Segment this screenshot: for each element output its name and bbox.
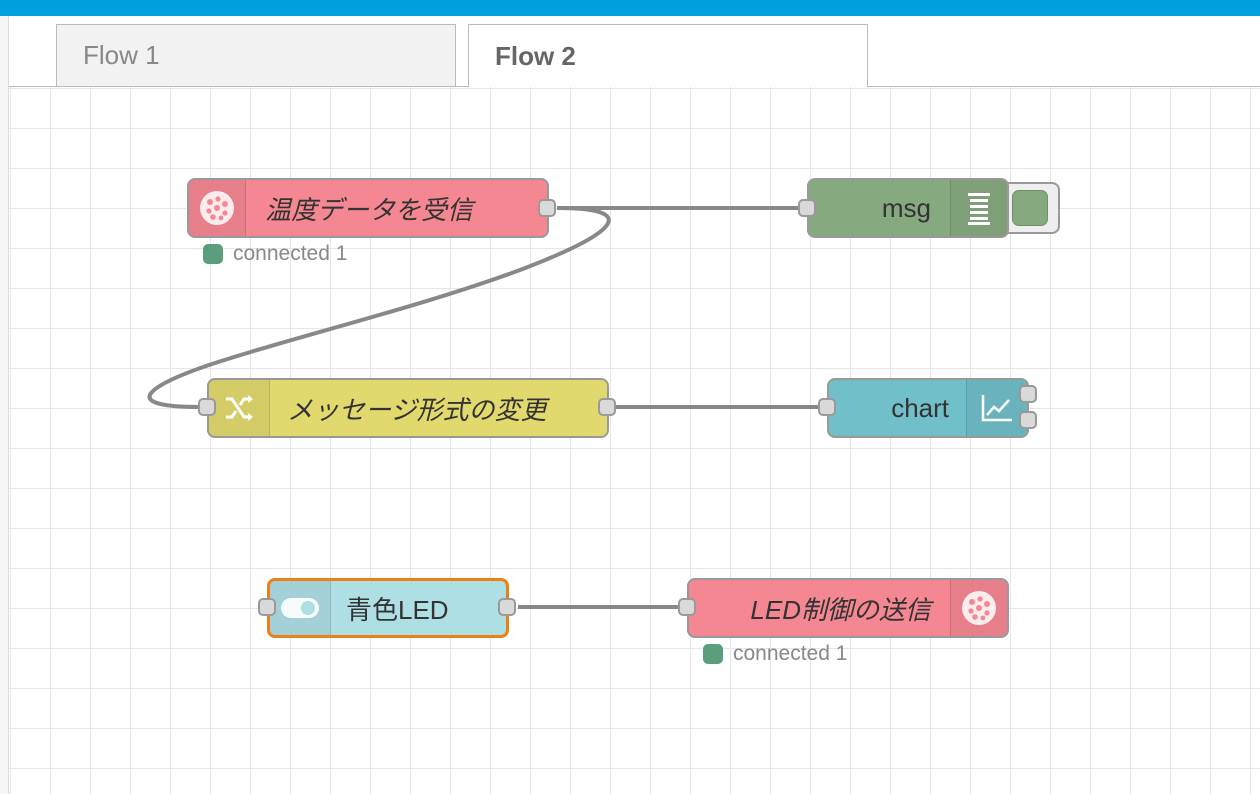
mqtt-in-label: 温度データを受信 bbox=[265, 194, 474, 225]
mqtt-icon bbox=[962, 591, 996, 625]
debug-label: msg bbox=[881, 192, 931, 223]
mqtt-in-status: connected 1 bbox=[203, 242, 347, 266]
node-change[interactable]: メッセージ形式の変更 bbox=[207, 378, 609, 438]
chart-output-port-1[interactable] bbox=[1019, 385, 1037, 403]
change-output-port[interactable] bbox=[598, 398, 616, 416]
switch-label: 青色LED bbox=[346, 594, 449, 625]
top-header-bar bbox=[0, 0, 1260, 16]
mqtt-out-status-text: connected 1 bbox=[733, 642, 848, 665]
palette-edge bbox=[0, 16, 9, 794]
node-debug[interactable]: msg bbox=[807, 178, 1009, 238]
chart-output-port-2[interactable] bbox=[1019, 411, 1037, 429]
node-chart[interactable]: chart bbox=[827, 378, 1029, 438]
node-mqtt-in[interactable]: 温度データを受信 bbox=[187, 178, 549, 238]
change-input-port[interactable] bbox=[198, 398, 216, 416]
chart-label: chart bbox=[891, 392, 949, 423]
tab-flow-2[interactable]: Flow 2 bbox=[468, 24, 868, 88]
change-icon-box bbox=[209, 380, 270, 436]
mqtt-out-icon-box bbox=[950, 580, 1007, 636]
switch-icon-box bbox=[270, 581, 331, 635]
debug-input-port[interactable] bbox=[798, 199, 816, 217]
status-connected-dot bbox=[203, 244, 223, 264]
chart-icon-box bbox=[966, 380, 1027, 436]
chart-input-port[interactable] bbox=[818, 398, 836, 416]
shuffle-icon bbox=[226, 395, 253, 421]
mqtt-out-input-port[interactable] bbox=[678, 598, 696, 616]
tab-flow-1-label: Flow 1 bbox=[83, 40, 160, 70]
mqtt-in-output-port[interactable] bbox=[538, 199, 556, 217]
debug-active-indicator bbox=[1012, 190, 1048, 226]
tab-flow-2-label: Flow 2 bbox=[495, 41, 576, 71]
status-connected-dot bbox=[703, 644, 723, 664]
chart-icon bbox=[981, 395, 1012, 422]
switch-input-port[interactable] bbox=[258, 598, 276, 616]
debug-icon-box bbox=[950, 180, 1007, 236]
node-switch[interactable]: 青色LED bbox=[267, 578, 509, 638]
mqtt-out-status: connected 1 bbox=[703, 642, 847, 666]
tab-flow-1[interactable]: Flow 1 bbox=[56, 24, 456, 86]
switch-output-port[interactable] bbox=[498, 598, 516, 616]
debug-toggle-button[interactable] bbox=[1000, 182, 1060, 234]
mqtt-in-icon-box bbox=[189, 180, 246, 236]
node-mqtt-out[interactable]: LED制御の送信 bbox=[687, 578, 1009, 638]
change-label: メッセージ形式の変更 bbox=[287, 394, 547, 425]
toggle-icon bbox=[281, 598, 319, 618]
mqtt-icon bbox=[200, 191, 234, 225]
list-icon bbox=[968, 193, 990, 225]
mqtt-in-status-text: connected 1 bbox=[233, 242, 348, 265]
mqtt-out-label: LED制御の送信 bbox=[750, 594, 931, 625]
